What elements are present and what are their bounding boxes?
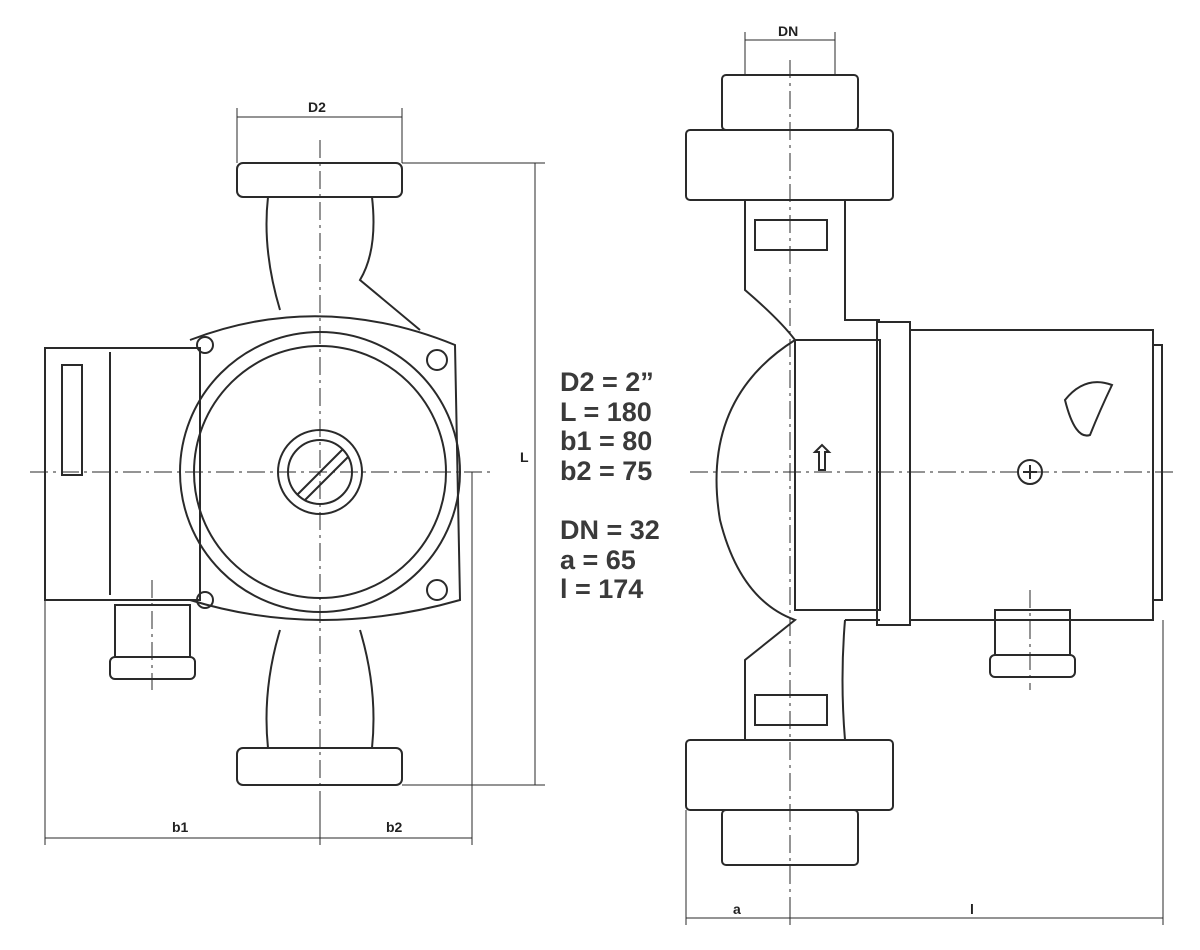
dim-label-a: a <box>733 901 741 917</box>
front-view: D2 L b1 b2 <box>30 99 545 845</box>
spec-b2: b2 = 75 <box>560 455 653 486</box>
dim-label-DN: DN <box>778 23 798 39</box>
spec-D2: D2 = 2” <box>560 367 654 397</box>
spec-L: L = 180 <box>560 396 652 427</box>
spec-DN: DN = 32 <box>560 515 660 545</box>
spec-b1: b1 = 80 <box>560 426 653 456</box>
dim-label-b1: b1 <box>172 819 189 835</box>
dim-label-l: l <box>970 901 974 917</box>
spec-list: D2 = 2” L = 180 b1 = 80 b2 = 75 DN = 32 … <box>560 367 660 605</box>
dim-label-D2: D2 <box>308 99 326 115</box>
dim-label-b2: b2 <box>386 819 403 835</box>
spec-l: l = 174 <box>560 574 644 604</box>
side-view: DN a l <box>685 23 1175 925</box>
dim-label-L: L <box>520 449 529 465</box>
spec-a: a = 65 <box>560 544 636 575</box>
